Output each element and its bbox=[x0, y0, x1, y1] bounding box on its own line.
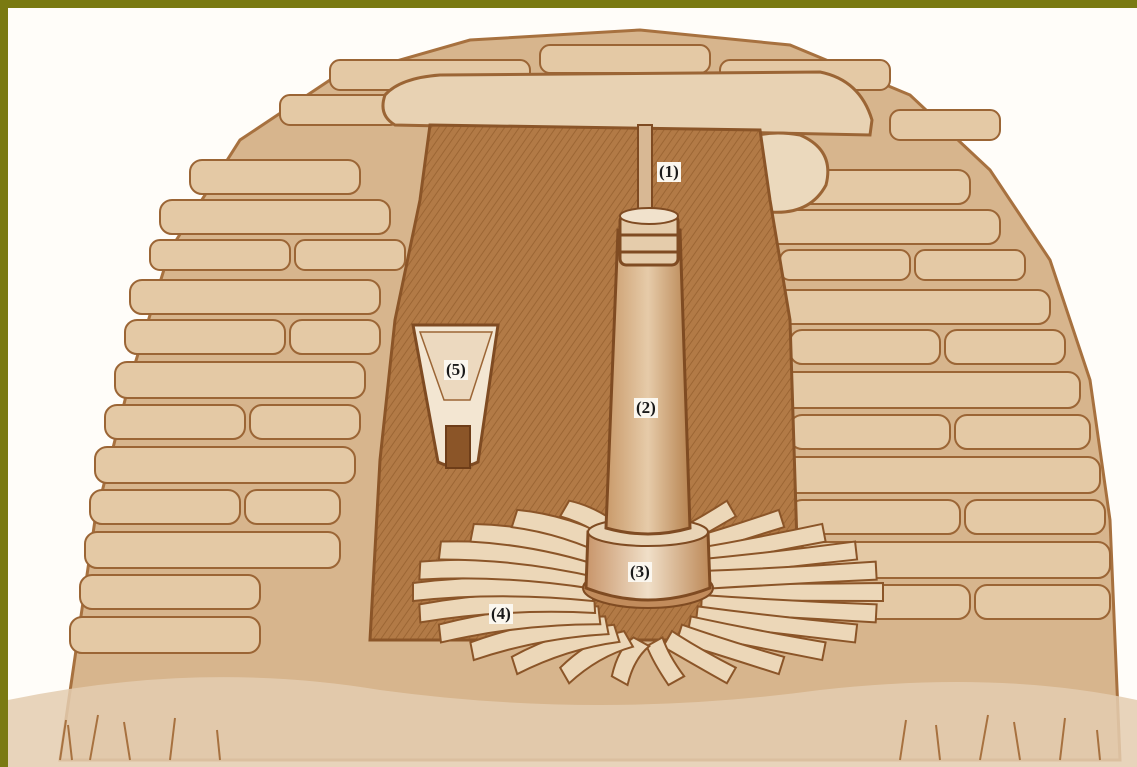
label-paddles: (4) bbox=[489, 604, 513, 624]
label-axle: (2) bbox=[634, 398, 658, 418]
vertical-axle bbox=[606, 208, 690, 534]
label-shaft: (1) bbox=[657, 162, 681, 182]
label-hopper: (5) bbox=[444, 360, 468, 380]
watermill-illustration bbox=[8, 8, 1137, 767]
label-hub: (3) bbox=[628, 562, 652, 582]
